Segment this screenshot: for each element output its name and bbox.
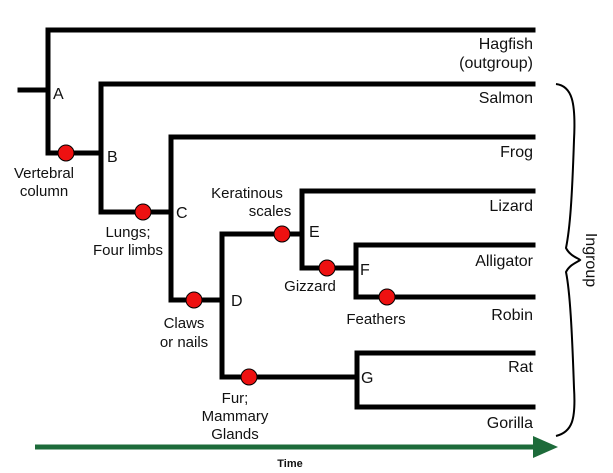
branch-robin [353, 265, 536, 300]
taxon-hagfish-outgroup: (outgroup) [459, 55, 533, 72]
branch-hagfish [45, 27, 536, 93]
marker-vertebral-column [57, 144, 75, 162]
taxon-robin: Robin [491, 307, 533, 324]
trait-column: column [20, 183, 68, 200]
taxon-labels: Hagfish (outgroup) Salmon Frog Lizard Al… [459, 36, 533, 432]
trait-lungs: Lungs; [105, 224, 150, 241]
taxon-lizard: Lizard [489, 198, 533, 215]
trait-four-limbs: Four limbs [93, 242, 163, 259]
node-labels: A B C D E F G [53, 86, 373, 387]
branch-salmon [98, 81, 536, 156]
taxon-salmon: Salmon [479, 90, 533, 107]
marker-keratinous-scales [273, 225, 291, 243]
node-g: G [361, 370, 373, 387]
trait-claws: Claws [164, 315, 205, 332]
marker-gizzard [318, 259, 336, 277]
taxon-hagfish: Hagfish [479, 36, 533, 53]
node-d: D [231, 293, 243, 310]
taxon-alligator: Alligator [475, 253, 533, 270]
taxon-frog: Frog [500, 144, 533, 161]
node-c: C [176, 205, 188, 222]
marker-fur-mammary-glands [240, 368, 258, 386]
marker-feathers [378, 288, 396, 306]
branch-alligator [353, 242, 536, 271]
trait-markers [57, 144, 396, 386]
trait-glands: Glands [211, 426, 259, 443]
time-arrow [35, 436, 558, 458]
taxon-rat: Rat [508, 359, 533, 376]
ingroup-brace [555, 83, 582, 437]
node-b: B [107, 149, 118, 166]
taxon-gorilla: Gorilla [487, 415, 533, 432]
trait-scales: scales [249, 203, 292, 220]
trait-mammary: Mammary [202, 408, 269, 425]
branch-frog [168, 134, 536, 215]
trait-gizzard: Gizzard [284, 278, 336, 295]
branch-d-to-g [219, 297, 360, 380]
branches [17, 27, 536, 410]
trait-fur: Fur; [222, 390, 249, 407]
branch-c-to-d [168, 209, 225, 303]
marker-claws-or-nails [185, 291, 203, 309]
branch-a-to-b [45, 87, 104, 156]
time-arrow-head [533, 436, 558, 458]
time-label: Time [277, 458, 302, 470]
branch-rat [354, 350, 536, 380]
marker-lungs-four-limbs [134, 203, 152, 221]
trait-feathers: Feathers [346, 311, 405, 328]
branch-e-to-f [299, 231, 359, 271]
trait-labels: Vertebral column Lungs; Four limbs Claws… [14, 165, 406, 443]
trait-keratinous: Keratinous [211, 185, 283, 202]
trait-or-nails: or nails [160, 334, 208, 351]
node-e: E [309, 224, 320, 241]
ingroup-label: Ingroup [582, 233, 599, 287]
branch-gorilla [354, 374, 536, 410]
branch-lizard [299, 188, 536, 237]
node-a: A [53, 86, 64, 103]
trait-vertebral: Vertebral [14, 165, 74, 182]
node-f: F [360, 262, 370, 279]
